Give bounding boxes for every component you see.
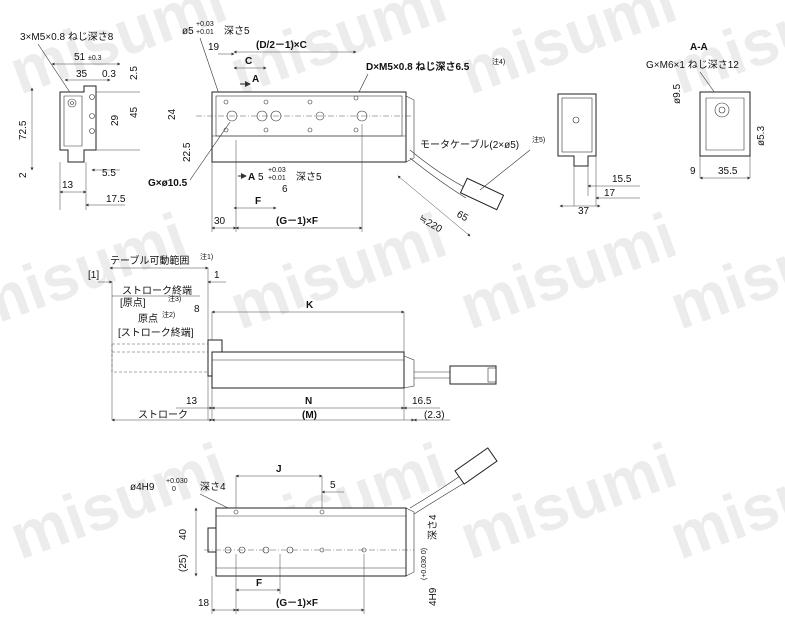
g-tap: G×M6×1 ねじ深さ12 <box>646 59 739 71</box>
dim-30: 30 <box>214 216 226 227</box>
side-4h9: 4H9 <box>428 587 439 606</box>
dim-35: 35 <box>76 69 88 80</box>
dim-5: 5 <box>330 480 336 491</box>
dim-17-5: 17.5 <box>106 194 126 205</box>
dim-24: 24 <box>167 108 178 120</box>
side-view: テーブル可動範囲 注1) [1] 1 ストローク終端 [原点] 注3) 8 原点… <box>88 252 497 422</box>
slot-tol-upper: +0.03 <box>268 167 286 174</box>
watermark-group: misumi misumi misumi misumi misumi misum… <box>0 0 785 573</box>
pin-hole-tol-lower: +0.01 <box>196 29 214 36</box>
stroke-end-bracket: [ストローク終端] <box>118 326 194 339</box>
dim-m: (M) <box>302 410 317 421</box>
dim-gf: (G－1)×F <box>276 598 318 609</box>
pin-tol-lower: 0 <box>172 486 176 493</box>
stroke: ストローク <box>138 409 188 421</box>
pin-hole-tol-upper: +0.03 <box>196 21 214 28</box>
dim-9-5: ø9.5 <box>672 84 683 104</box>
dim-72-5: 72.5 <box>18 120 29 140</box>
dim-gf: (G－1)×F <box>276 216 318 227</box>
dim-2-3: (2.3) <box>424 410 445 421</box>
stroke-end: ストローク終端 <box>122 284 192 297</box>
dim-k: K <box>306 300 314 311</box>
dim-16-5: 16.5 <box>412 396 432 407</box>
origin-note: 注2) <box>162 310 175 319</box>
section-title: A-A <box>690 42 708 53</box>
origin-bracket-note: 注3) <box>168 294 181 303</box>
dim-13: 13 <box>62 180 74 191</box>
watermark: misumi <box>0 429 235 573</box>
dim-51: 51 <box>74 52 86 63</box>
g-holes: G×ø10.5 <box>148 178 188 189</box>
side-tol: (+0.030 0) <box>421 548 428 580</box>
dim-40: 40 <box>178 528 189 540</box>
dim-n: N <box>305 396 312 407</box>
dim-5-3: ø5.3 <box>756 126 767 146</box>
pin-4h9: ø4H9 <box>130 482 155 493</box>
slot-depth: 深さ5 <box>296 171 322 183</box>
holes-note: 3×M5×0.8 ねじ深さ8 <box>20 31 114 43</box>
origin: 原点 <box>138 313 158 325</box>
dim-f: F <box>255 196 261 207</box>
slot-tol-lower: +0.01 <box>268 175 286 182</box>
pin-hole-depth: 深さ5 <box>224 25 250 37</box>
watermark: misumi <box>450 199 685 343</box>
section-a-lower: A <box>248 172 255 183</box>
dim-0-3: 0.3 <box>102 69 116 80</box>
dim-65: 65 <box>455 209 471 224</box>
dim-6: 6 <box>282 184 288 195</box>
dim-2-5: 2.5 <box>129 66 140 80</box>
dim-19: 19 <box>208 42 220 53</box>
watermark: misumi <box>660 429 785 573</box>
table-range: テーブル可動範囲 <box>110 254 189 267</box>
d-holes: D×M5×0.8 ねじ深さ6.5 <box>366 60 470 73</box>
dim-35-5: 35.5 <box>718 166 738 177</box>
pin-hole: ø5 <box>182 26 194 37</box>
end-dim-15-5: 15.5 <box>612 174 632 185</box>
dim-22-5: 22.5 <box>182 142 193 162</box>
section-a: A <box>252 74 259 85</box>
bottom-view: ø4H9 +0.030 0 深さ4 J 5 40 (25) 4H9 (+0.03… <box>130 447 498 614</box>
slot-5: 5 <box>258 172 264 183</box>
dim-d: (D/2－1)×C <box>256 40 307 51</box>
table-range-note: 注1) <box>200 252 213 261</box>
end-view-left: 3×M5×0.8 ねじ深さ8 51 ±0.3 35 0.3 2.5 45 29 … <box>18 31 140 210</box>
motor-cable-note: 注5) <box>532 135 545 144</box>
end-dim-37: 37 <box>578 206 590 217</box>
dim-13: 13 <box>186 396 198 407</box>
d-holes-note: 注4) <box>492 57 505 66</box>
dim-51-tol: ±0.3 <box>88 55 102 62</box>
origin-bracket: [原点] <box>120 297 146 309</box>
pin-tol-upper: +0.030 <box>166 478 188 485</box>
dim-c: C <box>245 56 252 67</box>
dim-9: 9 <box>690 166 696 177</box>
dim-2: 2 <box>18 172 29 178</box>
dim-f: F <box>256 578 262 589</box>
dim-45: 45 <box>129 106 140 118</box>
end-view-right: 15.5 17 37 A-A G×M6×1 ねじ深さ12 ø9.5 ø5.3 9… <box>557 42 767 217</box>
dim-25: (25) <box>178 554 189 572</box>
watermark: misumi <box>450 0 685 108</box>
watermark: misumi <box>660 199 785 343</box>
motor-cable: モータケーブル(2×ø5) <box>420 138 519 151</box>
dim-1: 1 <box>214 270 220 281</box>
pin-depth: 深さ4 <box>200 481 226 493</box>
dim-j: J <box>276 464 282 475</box>
dim-5-5: 5.5 <box>102 168 116 179</box>
dim-18: 18 <box>198 598 210 609</box>
dim-8: 8 <box>194 304 200 315</box>
dim-29: 29 <box>110 114 121 126</box>
end-dim-17: 17 <box>604 188 616 199</box>
bracket-1: [1] <box>88 270 99 281</box>
side-depth: 深さ4 <box>427 514 439 540</box>
